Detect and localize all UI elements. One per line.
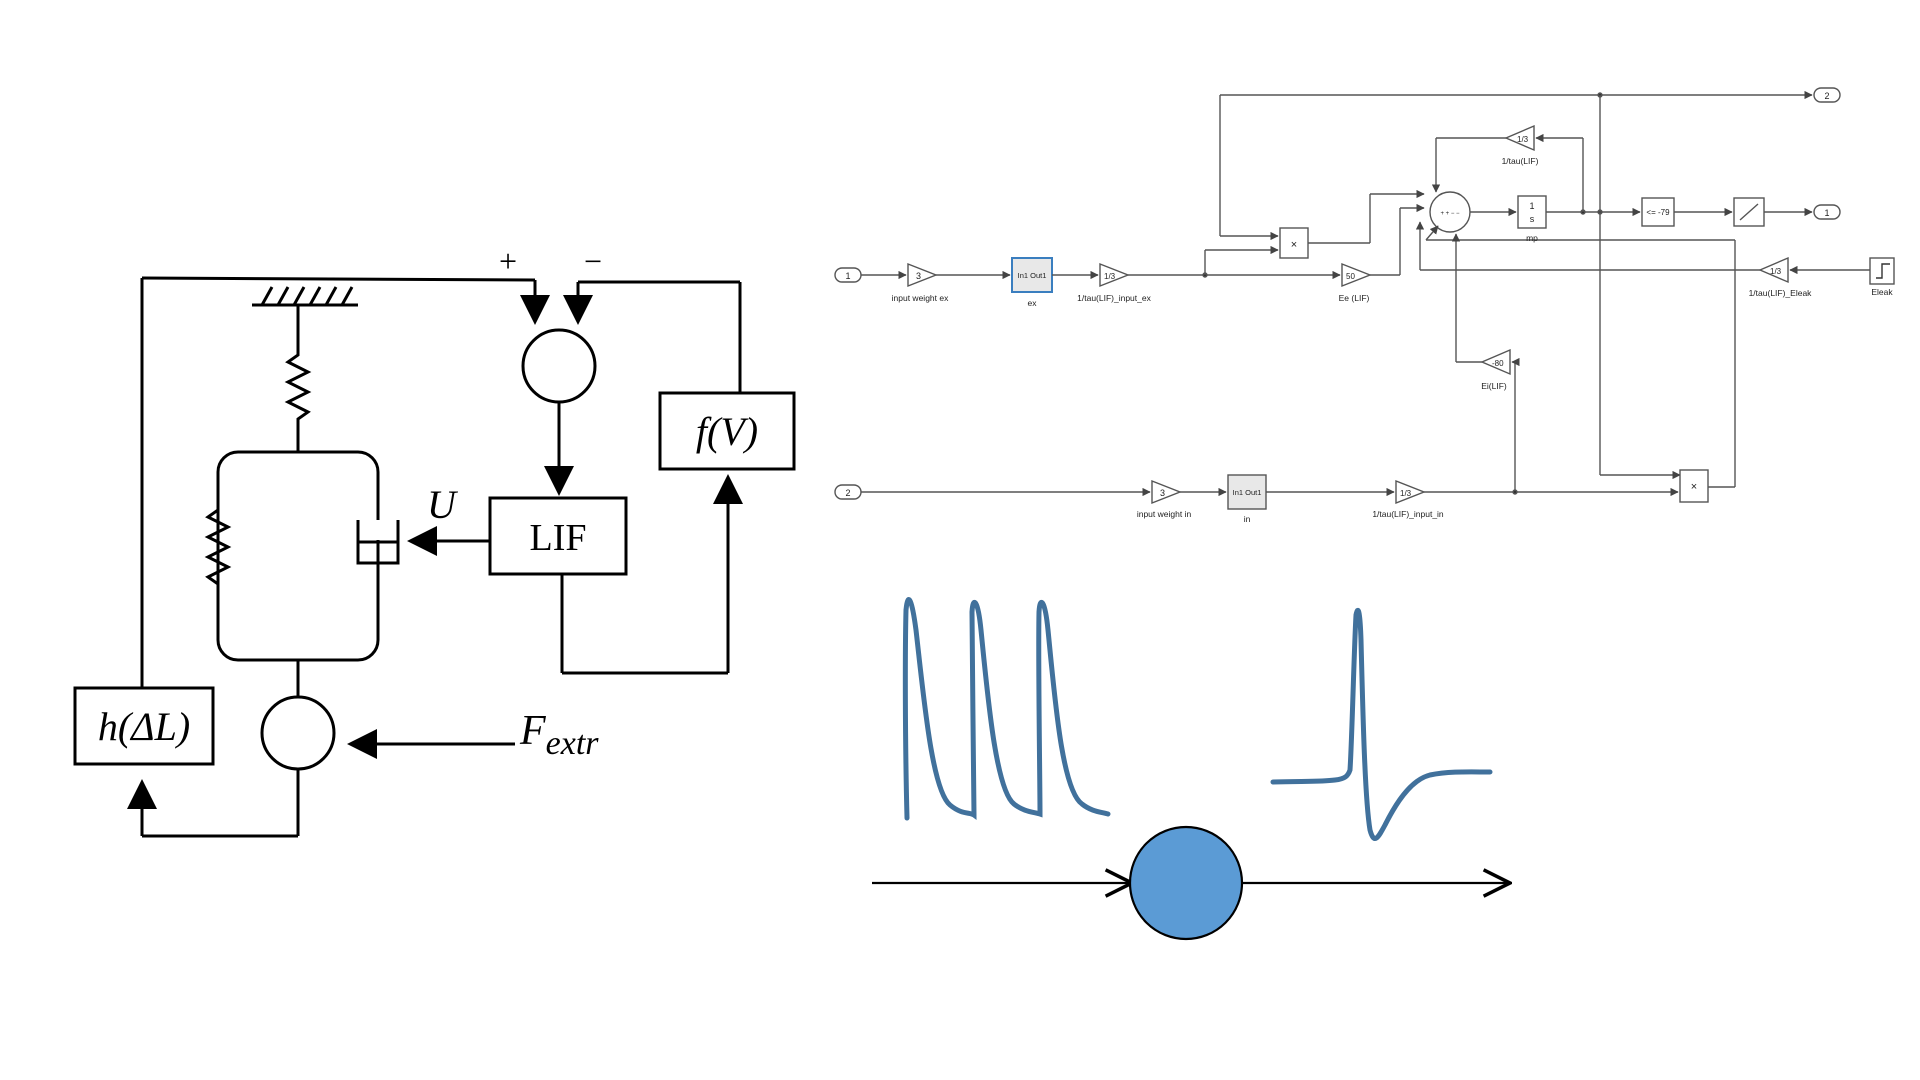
minus-sign: −	[584, 243, 602, 279]
gain-tau-input-in[interactable]	[1395, 479, 1426, 505]
simulink-diagram	[834, 87, 1895, 510]
ei-label: Ei(LIF)	[1481, 381, 1507, 391]
eleak-label: Eleak	[1871, 287, 1893, 297]
product-block-2[interactable]	[1679, 469, 1709, 503]
ee-value: 50	[1346, 272, 1355, 281]
gain-input-weight-in[interactable]	[1151, 479, 1182, 505]
fv-box	[658, 391, 796, 471]
gain-tau-lif-top[interactable]	[1504, 124, 1535, 152]
ei-value: -80	[1492, 359, 1504, 368]
inport-1-number: 1	[845, 271, 850, 281]
gain-ee[interactable]	[1341, 262, 1372, 288]
neuron-body	[1128, 825, 1244, 941]
mult2-symbol: ×	[1691, 481, 1697, 493]
subsystem-in-text: In1 Out1	[1233, 488, 1262, 497]
fextr-main: F	[519, 708, 546, 754]
compare-value: <= -79	[1646, 208, 1670, 217]
subsystem-ex-label: ex	[1028, 298, 1038, 308]
force-source-circle	[260, 695, 336, 771]
summing-junction	[521, 328, 597, 404]
tau-eleak-label: 1/tau(LIF)_Eleak	[1749, 288, 1813, 298]
gain-ex-label: input weight ex	[892, 293, 949, 303]
integrator-top: 1	[1529, 201, 1534, 211]
ground-hatch	[252, 286, 358, 307]
damper	[356, 520, 400, 565]
gain-ex-value: 3	[916, 271, 921, 281]
tau-top-value: 1/3	[1517, 135, 1529, 144]
inport-2-number: 2	[845, 488, 850, 498]
parallel-element-frame	[216, 450, 380, 662]
tau-top-label: 1/tau(LIF)	[1502, 156, 1539, 166]
fextr-label: Fextr	[519, 708, 599, 762]
outport-1-number: 1	[1824, 208, 1829, 218]
lif-label: LIF	[530, 517, 587, 559]
gain-tau-input-ex[interactable]	[1099, 262, 1130, 288]
fextr-sub: extr	[546, 725, 600, 762]
tau-ex-label: 1/tau(LIF)_input_ex	[1077, 293, 1151, 303]
muscle-model-diagram	[73, 276, 796, 838]
plus-sign: +	[499, 243, 517, 279]
gain-in-value: 3	[1160, 488, 1165, 498]
outport-2[interactable]	[1813, 87, 1841, 103]
neuron-illustration	[872, 597, 1510, 941]
input-spike-train	[902, 597, 1111, 821]
subsystem-ex[interactable]	[1011, 257, 1053, 293]
gain-tau-eleak[interactable]	[1758, 256, 1789, 284]
outport-2-number: 2	[1824, 91, 1829, 101]
gain-ei[interactable]	[1480, 348, 1511, 376]
mult1-symbol: ×	[1291, 239, 1297, 251]
sum-signs: + + − −	[1440, 211, 1460, 217]
subsystem-ex-text: In1 Out1	[1018, 271, 1047, 280]
gain-input-weight-ex[interactable]	[907, 262, 938, 288]
u-label: U	[427, 482, 459, 527]
compare-to-constant[interactable]	[1641, 197, 1675, 227]
lif-box	[488, 496, 628, 576]
ee-label: Ee (LIF)	[1339, 293, 1370, 303]
subsystem-in-label: in	[1244, 514, 1251, 524]
h-label: h(ΔL)	[98, 704, 190, 749]
integrator-label: mp	[1526, 233, 1538, 243]
fv-label: f(V)	[696, 409, 758, 454]
series-spring	[284, 305, 312, 452]
integrator-bottom: s	[1530, 214, 1535, 224]
product-block-1[interactable]	[1279, 227, 1309, 259]
tau-eleak-value: 1/3	[1770, 267, 1782, 276]
tau-in-label: 1/tau(LIF)_input_in	[1372, 509, 1444, 519]
tau-in-value: 1/3	[1400, 489, 1412, 498]
h-function-box	[73, 686, 215, 766]
output-spike	[1270, 607, 1493, 841]
gain-in-label: input weight in	[1137, 509, 1192, 519]
parallel-spring	[204, 508, 232, 586]
outport-1[interactable]	[1813, 204, 1841, 220]
tau-ex-value: 1/3	[1104, 272, 1116, 281]
